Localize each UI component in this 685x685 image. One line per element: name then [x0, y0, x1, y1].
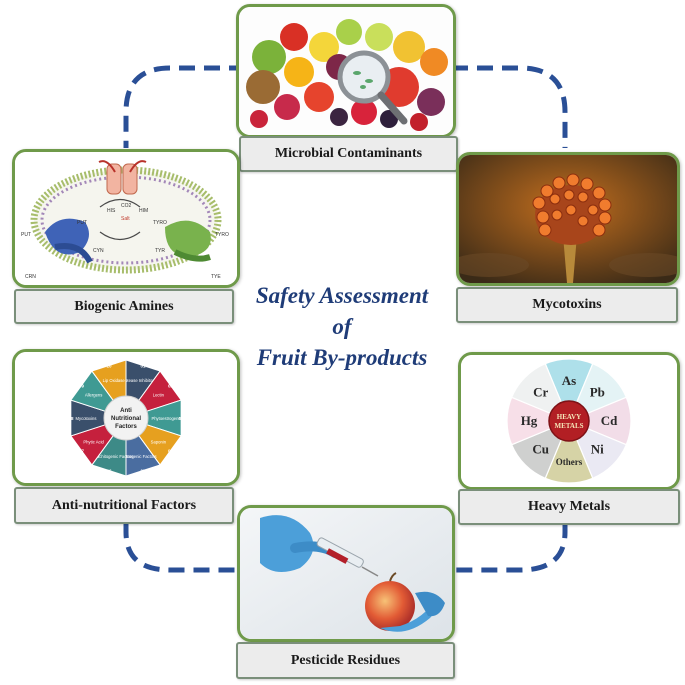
anti-segment-label-09: Allergens	[85, 392, 102, 397]
svg-text:CRN: CRN	[25, 274, 36, 280]
svg-text:PUT: PUT	[21, 232, 31, 238]
anti-segment-label-08: Mycotoxins	[76, 416, 97, 421]
microbial-contaminants-label: Microbial Contaminants	[239, 136, 458, 172]
anti-nutritional-label: Anti-nutritional Factors	[14, 487, 234, 524]
anti-segment-number-05: 05	[140, 468, 146, 473]
metal-label-pb: Pb	[590, 385, 605, 400]
svg-text:TYRO: TYRO	[153, 220, 167, 226]
biogenic-amines-label: Biogenic Amines	[14, 289, 234, 324]
svg-text:CO2: CO2	[121, 203, 132, 209]
microbial-contaminants-image	[236, 4, 456, 138]
metal-label-cu: Cu	[532, 441, 549, 456]
pesticide-residues-label: Pesticide Residues	[236, 642, 455, 679]
diagram-title: Safety Assessment of Fruit By-products	[232, 280, 452, 373]
svg-text:TYRO: TYRO	[215, 232, 229, 238]
anti-segment-label-05: Goitrogenic Factors	[120, 454, 157, 459]
anti-segment-label-07: Phytic Acid	[83, 440, 104, 445]
fruit-magnifier-illustration	[239, 7, 453, 135]
anti-segment-number-07: 07	[79, 448, 85, 453]
metal-label-ni: Ni	[591, 441, 604, 456]
anti-nutritional-wheel: Protease Inhibitors 01Lectin02Phytoestrog…	[15, 352, 237, 483]
mycotoxins-label: Mycotoxins	[456, 287, 678, 323]
heavy-center-line-2: METALS	[554, 422, 583, 430]
title-line-1: Safety Assessment	[255, 283, 429, 308]
svg-text:PUT: PUT	[77, 220, 87, 226]
anti-segment-number-06: 06	[106, 468, 112, 473]
metal-label-hg: Hg	[521, 413, 538, 428]
svg-text:Salt: Salt	[121, 216, 130, 222]
anti-center-line-3: Factors	[115, 424, 137, 430]
svg-text:CYN: CYN	[93, 248, 104, 254]
mycotoxins-image	[456, 152, 680, 286]
anti-segment-label-10: Lip Oxidase	[103, 378, 126, 383]
svg-text:TYE: TYE	[211, 274, 221, 280]
metal-label-others: Others	[556, 457, 583, 467]
mold-spore-illustration	[459, 155, 677, 283]
anti-segment-label-06: Rachitogenic Factors	[94, 454, 133, 459]
anti-segment-label-04: Saponin	[151, 440, 167, 445]
anti-center-line-2: Nutritional	[111, 416, 141, 422]
anti-segment-label-01: Protease Inhibitors	[121, 378, 156, 383]
anti-segment-number-09: 09	[79, 384, 85, 389]
anti-center-line-1: Anti	[120, 408, 132, 414]
heavy-metals-label: Heavy Metals	[458, 489, 680, 525]
svg-text:TYR: TYR	[155, 248, 165, 254]
svg-text:HIS: HIS	[107, 208, 116, 214]
syringe-apple-illustration	[240, 508, 452, 639]
svg-text:HIM: HIM	[139, 208, 148, 214]
anti-segment-number-08: 08	[68, 416, 74, 421]
anti-segment-number-02: 02	[168, 384, 174, 389]
metal-label-cd: Cd	[601, 413, 618, 428]
title-line-2: of	[332, 314, 352, 339]
metal-label-as: As	[562, 373, 576, 388]
anti-segment-label-03: Phytoestrogens	[151, 416, 180, 421]
anti-segment-number-10: 10	[106, 364, 112, 369]
anti-segment-number-03: 03	[178, 416, 184, 421]
pesticide-residues-image	[237, 505, 455, 642]
heavy-center-line-1: HEAVY	[557, 413, 581, 421]
anti-segment-number-01: 01	[140, 364, 146, 369]
anti-segment-number-04: 04	[168, 448, 174, 453]
cell-membrane-illustration: HIS HIM CO2 Salt PUT TYRO PUT TYRO CYN T…	[15, 152, 237, 285]
title-line-3: Fruit By-products	[256, 345, 428, 370]
metal-label-cr: Cr	[533, 385, 548, 400]
anti-segment-label-02: Lectin	[153, 392, 165, 397]
biogenic-amines-image: HIS HIM CO2 Salt PUT TYRO PUT TYRO CYN T…	[12, 149, 240, 288]
